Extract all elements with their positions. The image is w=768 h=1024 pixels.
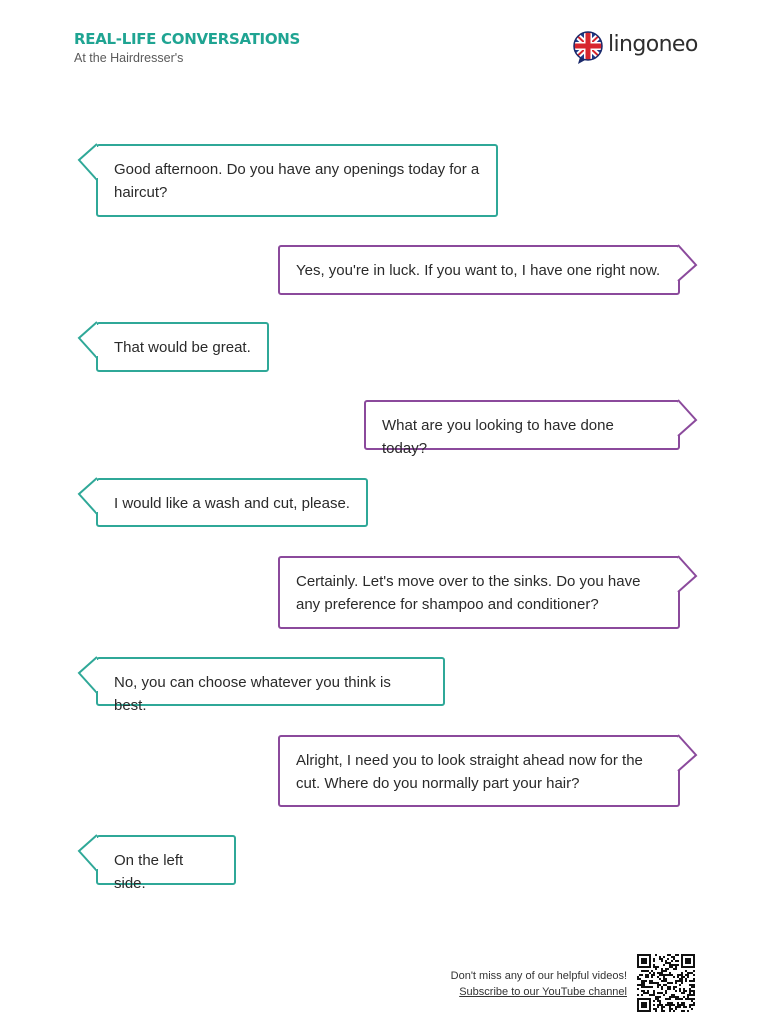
page-title: REAL-LIFE CONVERSATIONS <box>74 30 301 48</box>
bubble-tail-right <box>675 555 698 593</box>
message-text: I would like a wash and cut, please. <box>114 495 350 512</box>
uk-flag-speech-bubble-icon <box>573 31 603 64</box>
bubble-tail-right <box>675 734 698 772</box>
footer-text: Don't miss any of our helpful videos! Su… <box>451 968 627 1000</box>
qr-code-icon[interactable] <box>637 954 695 1012</box>
lingoneo-logo[interactable]: lingoneo <box>572 31 702 64</box>
message-bubble-right: Alright, I need you to look straight ahe… <box>278 735 680 807</box>
message-text: Certainly. Let's move over to the sinks.… <box>296 573 641 613</box>
page-subtitle: At the Hairdresser's <box>74 51 184 65</box>
message-text: Yes, you're in luck. If you want to, I h… <box>296 262 661 279</box>
message-bubble-right: Certainly. Let's move over to the sinks.… <box>278 556 680 629</box>
message-bubble-left: That would be great. <box>96 322 269 372</box>
logo-text: lingoneo <box>608 32 698 57</box>
message-text: Good afternoon. Do you have any openings… <box>114 161 480 201</box>
bubble-tail-left <box>77 834 100 872</box>
message-text: On the left side. <box>114 852 184 892</box>
message-bubble-left: On the left side. <box>96 835 236 892</box>
message-bubble-left: I would like a wash and cut, please. <box>96 478 368 527</box>
bubble-tail-left <box>77 143 100 181</box>
message-text: What are you looking to have done today? <box>382 417 614 457</box>
bubble-tail-left <box>77 321 100 359</box>
message-bubble-left: Good afternoon. Do you have any openings… <box>96 144 498 217</box>
footer-promo-text: Don't miss any of our helpful videos! <box>450 970 627 982</box>
youtube-subscribe-link[interactable]: Subscribe to our YouTube channel <box>459 986 627 998</box>
bubble-tail-right <box>675 244 698 282</box>
message-text: That would be great. <box>114 339 251 356</box>
bubble-tail-left <box>77 656 100 694</box>
message-bubble-right: Yes, you're in luck. If you want to, I h… <box>278 245 680 295</box>
message-text: No, you can choose whatever you think is… <box>114 674 391 714</box>
bubble-tail-left <box>77 477 100 515</box>
bubble-tail-right <box>675 399 698 437</box>
message-bubble-right: What are you looking to have done today? <box>364 400 680 457</box>
message-bubble-left: No, you can choose whatever you think is… <box>96 657 445 714</box>
message-text: Alright, I need you to look straight ahe… <box>296 752 643 792</box>
